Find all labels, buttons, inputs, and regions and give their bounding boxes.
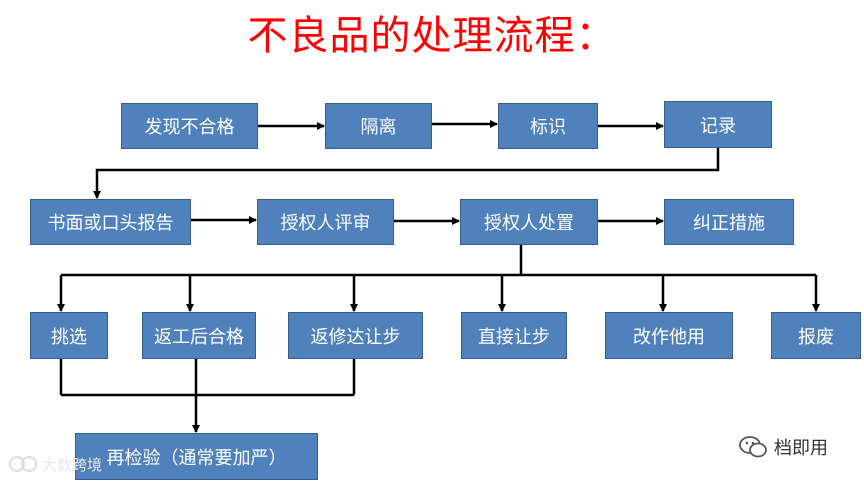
node-corrective-action: 纠正措施 xyxy=(664,199,794,245)
node-identify: 标识 xyxy=(498,103,598,149)
watermark-left-text: 大数跨境 xyxy=(42,455,103,474)
page-title: 不良品的处理流程： xyxy=(247,13,617,59)
node-repair-concession: 返修达让步 xyxy=(288,312,423,359)
node-record: 记录 xyxy=(664,101,772,148)
watermark-right: 档即用 xyxy=(738,434,828,460)
node-reinspect: 再检验（通常要加严） xyxy=(75,433,318,480)
node-scrap: 报废 xyxy=(771,312,861,359)
node-rework-pass: 返工后合格 xyxy=(142,312,256,359)
node-pick: 挑选 xyxy=(30,312,108,359)
node-other-use: 改作他用 xyxy=(605,312,733,359)
node-isolate: 隔离 xyxy=(325,103,432,149)
node-authorized-review: 授权人评审 xyxy=(257,199,394,245)
node-direct-concession: 直接让步 xyxy=(461,312,567,359)
wechat-icon xyxy=(739,436,767,458)
watermark-right-text: 档即用 xyxy=(774,438,828,459)
node-find-nonconformity: 发现不合格 xyxy=(121,103,258,149)
brand-logo-icon xyxy=(9,456,37,472)
node-authorized-disposal: 授权人处置 xyxy=(460,199,598,245)
watermark-left: 大数跨境 xyxy=(8,453,102,475)
arrow-record-to-report xyxy=(93,148,720,199)
node-report: 书面或口头报告 xyxy=(30,199,191,245)
